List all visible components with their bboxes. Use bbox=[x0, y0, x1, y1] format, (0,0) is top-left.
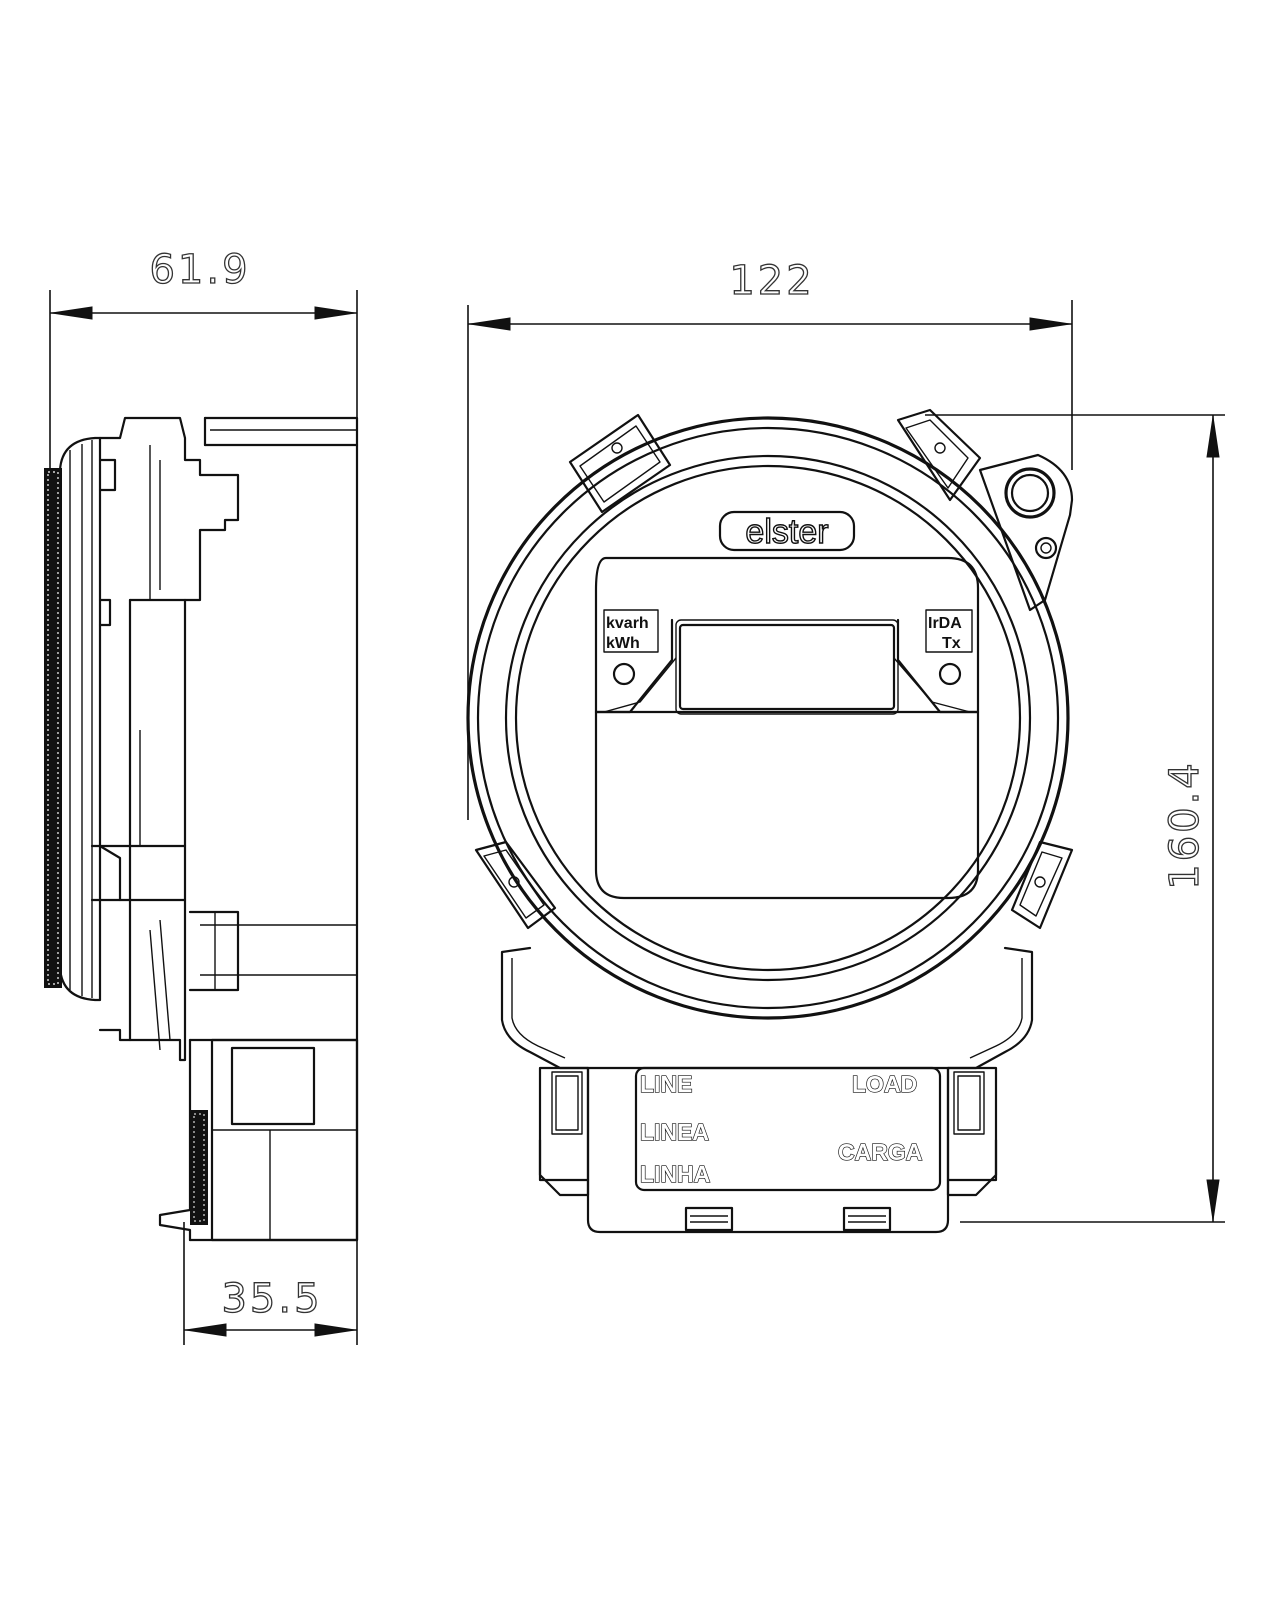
tab-top-right bbox=[896, 408, 982, 502]
indicator-kvarh-label: kvarh bbox=[606, 615, 649, 632]
terminal-block-right bbox=[946, 1066, 998, 1197]
terminal-block-left bbox=[538, 1066, 590, 1197]
front-height-label: 160.4 bbox=[1162, 760, 1208, 890]
irda-led-icon bbox=[938, 662, 962, 686]
side-view bbox=[44, 416, 359, 1242]
display-window bbox=[594, 556, 980, 900]
front-view: elster kvarh kWh IrDA Tx bbox=[466, 408, 1074, 1234]
terminal-cover bbox=[586, 1066, 950, 1234]
dimension-front-height: 160.4 bbox=[925, 414, 1225, 1223]
tab-top-left bbox=[568, 413, 672, 514]
dimension-base-depth: 35.5 bbox=[183, 1222, 358, 1345]
label-linea: LINEA bbox=[640, 1119, 709, 1145]
brand-logo: elster bbox=[745, 513, 828, 551]
front-width-label: 122 bbox=[729, 258, 814, 304]
dimension-front-width: 122 bbox=[467, 257, 1073, 820]
left-indicator: kvarh kWh bbox=[603, 609, 659, 686]
label-linha: LINHA bbox=[640, 1161, 710, 1187]
connector-slot-right bbox=[842, 1206, 892, 1232]
terminal-label-panel bbox=[634, 1066, 942, 1192]
brand-plate bbox=[718, 510, 856, 552]
kwh-led-icon bbox=[612, 662, 636, 686]
dimension-side-depth: 61.9 bbox=[49, 246, 358, 470]
tab-bottom-right bbox=[1010, 840, 1074, 930]
indicator-irda-label: IrDA bbox=[928, 615, 962, 632]
connector-slot-left bbox=[684, 1206, 734, 1232]
label-line: LINE bbox=[640, 1071, 692, 1097]
seal-lug bbox=[978, 453, 1074, 612]
right-indicator: IrDA Tx bbox=[925, 609, 973, 686]
indicator-kwh-label: kWh bbox=[606, 635, 640, 652]
side-depth-label: 61.9 bbox=[149, 247, 250, 293]
indicator-tx-label: Tx bbox=[942, 635, 961, 652]
lcd-display bbox=[678, 623, 896, 711]
tab-bottom-left bbox=[474, 840, 557, 930]
label-load: LOAD bbox=[852, 1071, 917, 1097]
base-depth-label: 35.5 bbox=[221, 1276, 322, 1322]
label-carga: CARGA bbox=[838, 1139, 922, 1165]
